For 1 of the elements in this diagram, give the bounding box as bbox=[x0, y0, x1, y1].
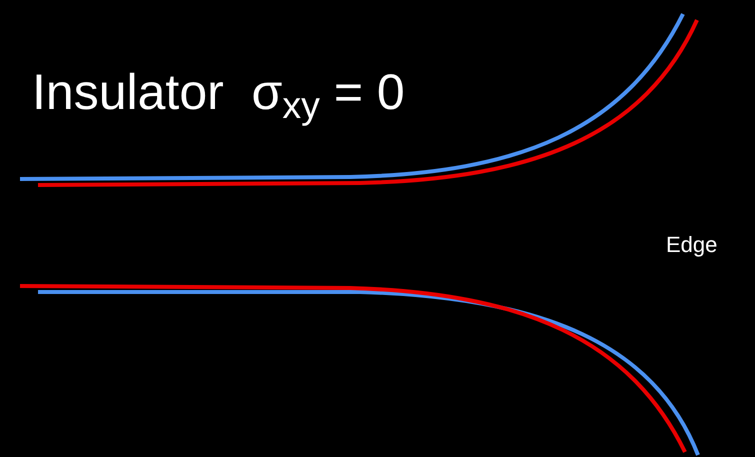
label: Edge bbox=[666, 231, 718, 259]
